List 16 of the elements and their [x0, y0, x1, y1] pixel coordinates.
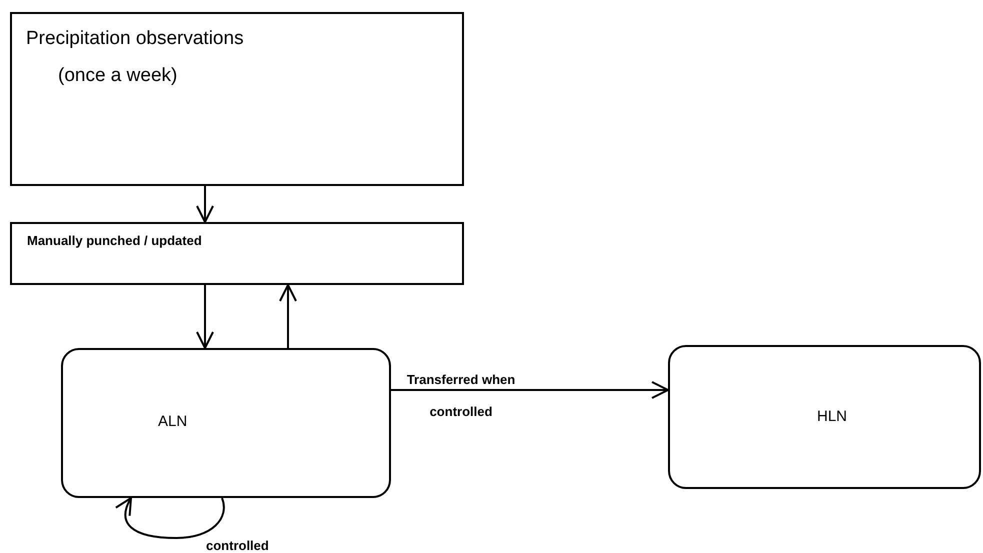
node-title: Manually punched / updated: [27, 233, 202, 248]
node-subtitle: (once a week): [58, 65, 178, 87]
edge-label: Transferred when controlled: [406, 371, 516, 421]
arrow: [391, 381, 669, 399]
arrow: [279, 284, 297, 348]
node-title: HLN: [817, 408, 848, 425]
process-box: [10, 222, 464, 285]
process-box: [10, 12, 464, 186]
arrow: [116, 497, 225, 539]
node-title: Precipitation observations: [26, 28, 244, 50]
arrow: [196, 285, 214, 349]
edge-label: controlled: [206, 538, 269, 553]
arrow: [196, 186, 214, 223]
state-box: [668, 345, 981, 489]
node-title: ALN: [158, 413, 188, 430]
state-box: [61, 348, 391, 498]
